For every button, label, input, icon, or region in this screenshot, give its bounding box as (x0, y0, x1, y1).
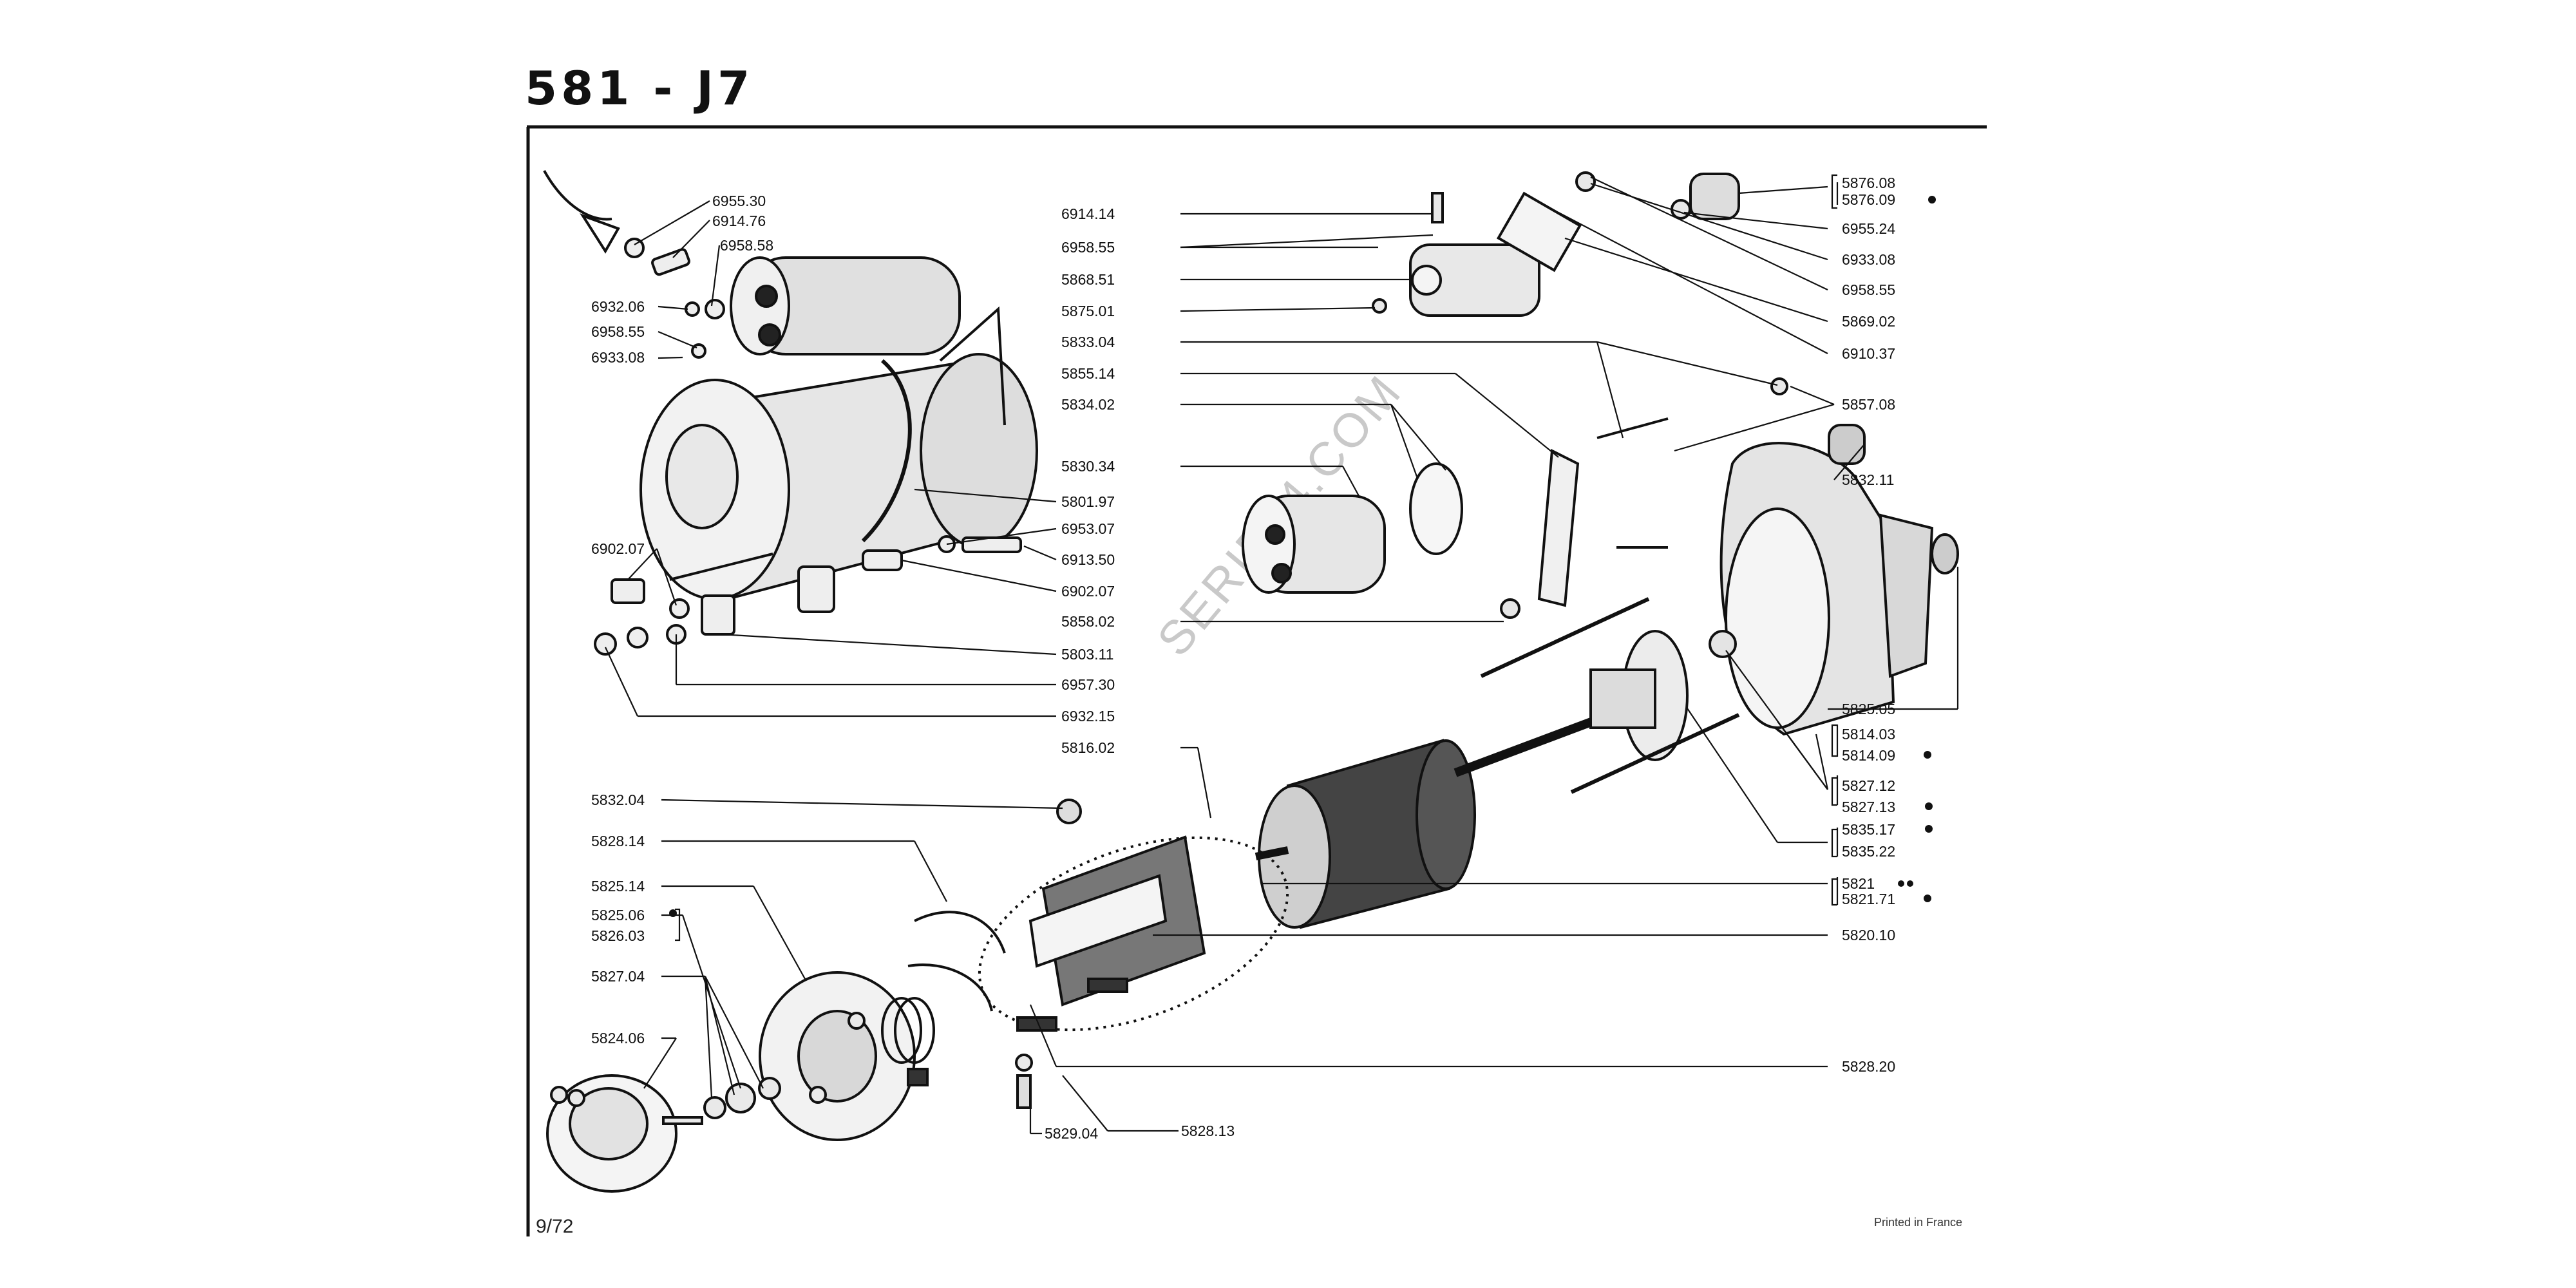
part-label-5832-04: 5832.04 (591, 791, 645, 808)
part-label-5834-02: 5834.02 (1061, 396, 1115, 413)
part-label-5814-09: 5814.09 (1842, 747, 1895, 764)
part-label-5828-13: 5828.13 (1181, 1122, 1235, 1139)
part-label-6932-06: 6932.06 (591, 298, 645, 315)
part-label-6932-15: 6932.15 (1061, 708, 1115, 724)
left-small-parts-illustration (543, 170, 1022, 656)
part-label-5857-08: 5857.08 (1842, 396, 1895, 413)
part-label-5828-20: 5828.20 (1842, 1058, 1895, 1075)
part-label-6953-07: 6953.07 (1061, 520, 1115, 537)
page-title: 581 - J7 (525, 61, 754, 115)
part-label-6958-55-right: 6958.55 (1842, 281, 1895, 298)
drive-end-housing-illustration (1480, 424, 1959, 794)
part-label-5825-14: 5825.14 (591, 878, 645, 895)
part-label-6914-14: 6914.14 (1061, 205, 1115, 222)
part-label-5855-14: 5855.14 (1061, 365, 1115, 382)
assembled-starter-illustration (639, 256, 1038, 601)
part-label-5875-01: 5875.01 (1061, 303, 1115, 319)
part-number-labels: 6955.30 6914.76 6958.58 6932.06 6958.55 … (591, 175, 1895, 1142)
part-label-6910-37: 6910.37 (1842, 345, 1895, 362)
part-label-5816-02: 5816.02 (1061, 739, 1115, 756)
part-label-5821-71: 5821.71 (1842, 891, 1895, 907)
part-label-5820-10: 5820.10 (1842, 927, 1895, 943)
part-label-6914-76: 6914.76 (712, 213, 766, 229)
yoke-and-field-coils-illustration (907, 799, 1289, 1032)
part-label-6933-08-left: 6933.08 (591, 349, 645, 366)
part-label-5827-04: 5827.04 (591, 968, 645, 985)
part-label-6958-58: 6958.58 (720, 237, 773, 254)
part-label-5825-05: 5825.05 (1842, 701, 1895, 717)
part-label-5868-51: 5868.51 (1061, 271, 1115, 288)
part-label-5801-97: 5801.97 (1061, 493, 1115, 510)
page-frame (526, 125, 1987, 1236)
part-label-5827-13: 5827.13 (1842, 799, 1895, 815)
part-label-6958-55-left: 6958.55 (591, 323, 645, 340)
armature-illustration (1255, 630, 1689, 929)
bullet-markers (669, 196, 1936, 917)
part-label-5828-14: 5828.14 (591, 833, 645, 849)
part-label-6913-50: 6913.50 (1061, 551, 1115, 568)
part-label-5830-34: 5830.34 (1061, 458, 1115, 475)
part-label-6933-08-right: 6933.08 (1842, 251, 1895, 268)
commutator-end-illustration (546, 971, 1033, 1193)
printed-in-note: Printed in France (1874, 1216, 1963, 1229)
part-label-5832-11: 5832.11 (1842, 471, 1894, 488)
part-label-5869-02: 5869.02 (1842, 313, 1895, 330)
page-number: 9/72 (536, 1216, 574, 1237)
part-label-6955-30: 6955.30 (712, 193, 766, 209)
part-label-6902-07-left: 6902.07 (591, 540, 645, 557)
part-label-5814-03: 5814.03 (1842, 726, 1895, 743)
part-label-6958-55-mid: 6958.55 (1061, 239, 1115, 256)
part-label-5858-02: 5858.02 (1061, 613, 1115, 630)
solenoid-centre-illustration (1242, 417, 1669, 619)
part-label-5826-03: 5826.03 (591, 927, 645, 944)
part-label-6957-30: 6957.30 (1061, 676, 1115, 693)
solenoid-top-illustration (1372, 171, 1788, 395)
part-label-6902-07-right: 6902.07 (1061, 583, 1115, 600)
part-label-5835-17: 5835.17 (1842, 821, 1895, 838)
leader-lines (605, 174, 1959, 1135)
part-label-5876-09: 5876.09 (1842, 191, 1895, 208)
part-label-5829-04: 5829.04 (1045, 1125, 1098, 1142)
part-label-5803-11: 5803.11 (1061, 646, 1113, 663)
part-label-5827-12: 5827.12 (1842, 777, 1895, 794)
part-label-5821: 5821 (1842, 875, 1875, 892)
part-label-5835-22: 5835.22 (1842, 843, 1895, 860)
part-label-5833-04: 5833.04 (1061, 334, 1115, 350)
part-label-5825-06: 5825.06 (591, 907, 645, 923)
part-label-5876-08: 5876.08 (1842, 175, 1895, 191)
part-label-6955-24: 6955.24 (1842, 220, 1895, 237)
part-label-5824-06: 5824.06 (591, 1030, 645, 1046)
